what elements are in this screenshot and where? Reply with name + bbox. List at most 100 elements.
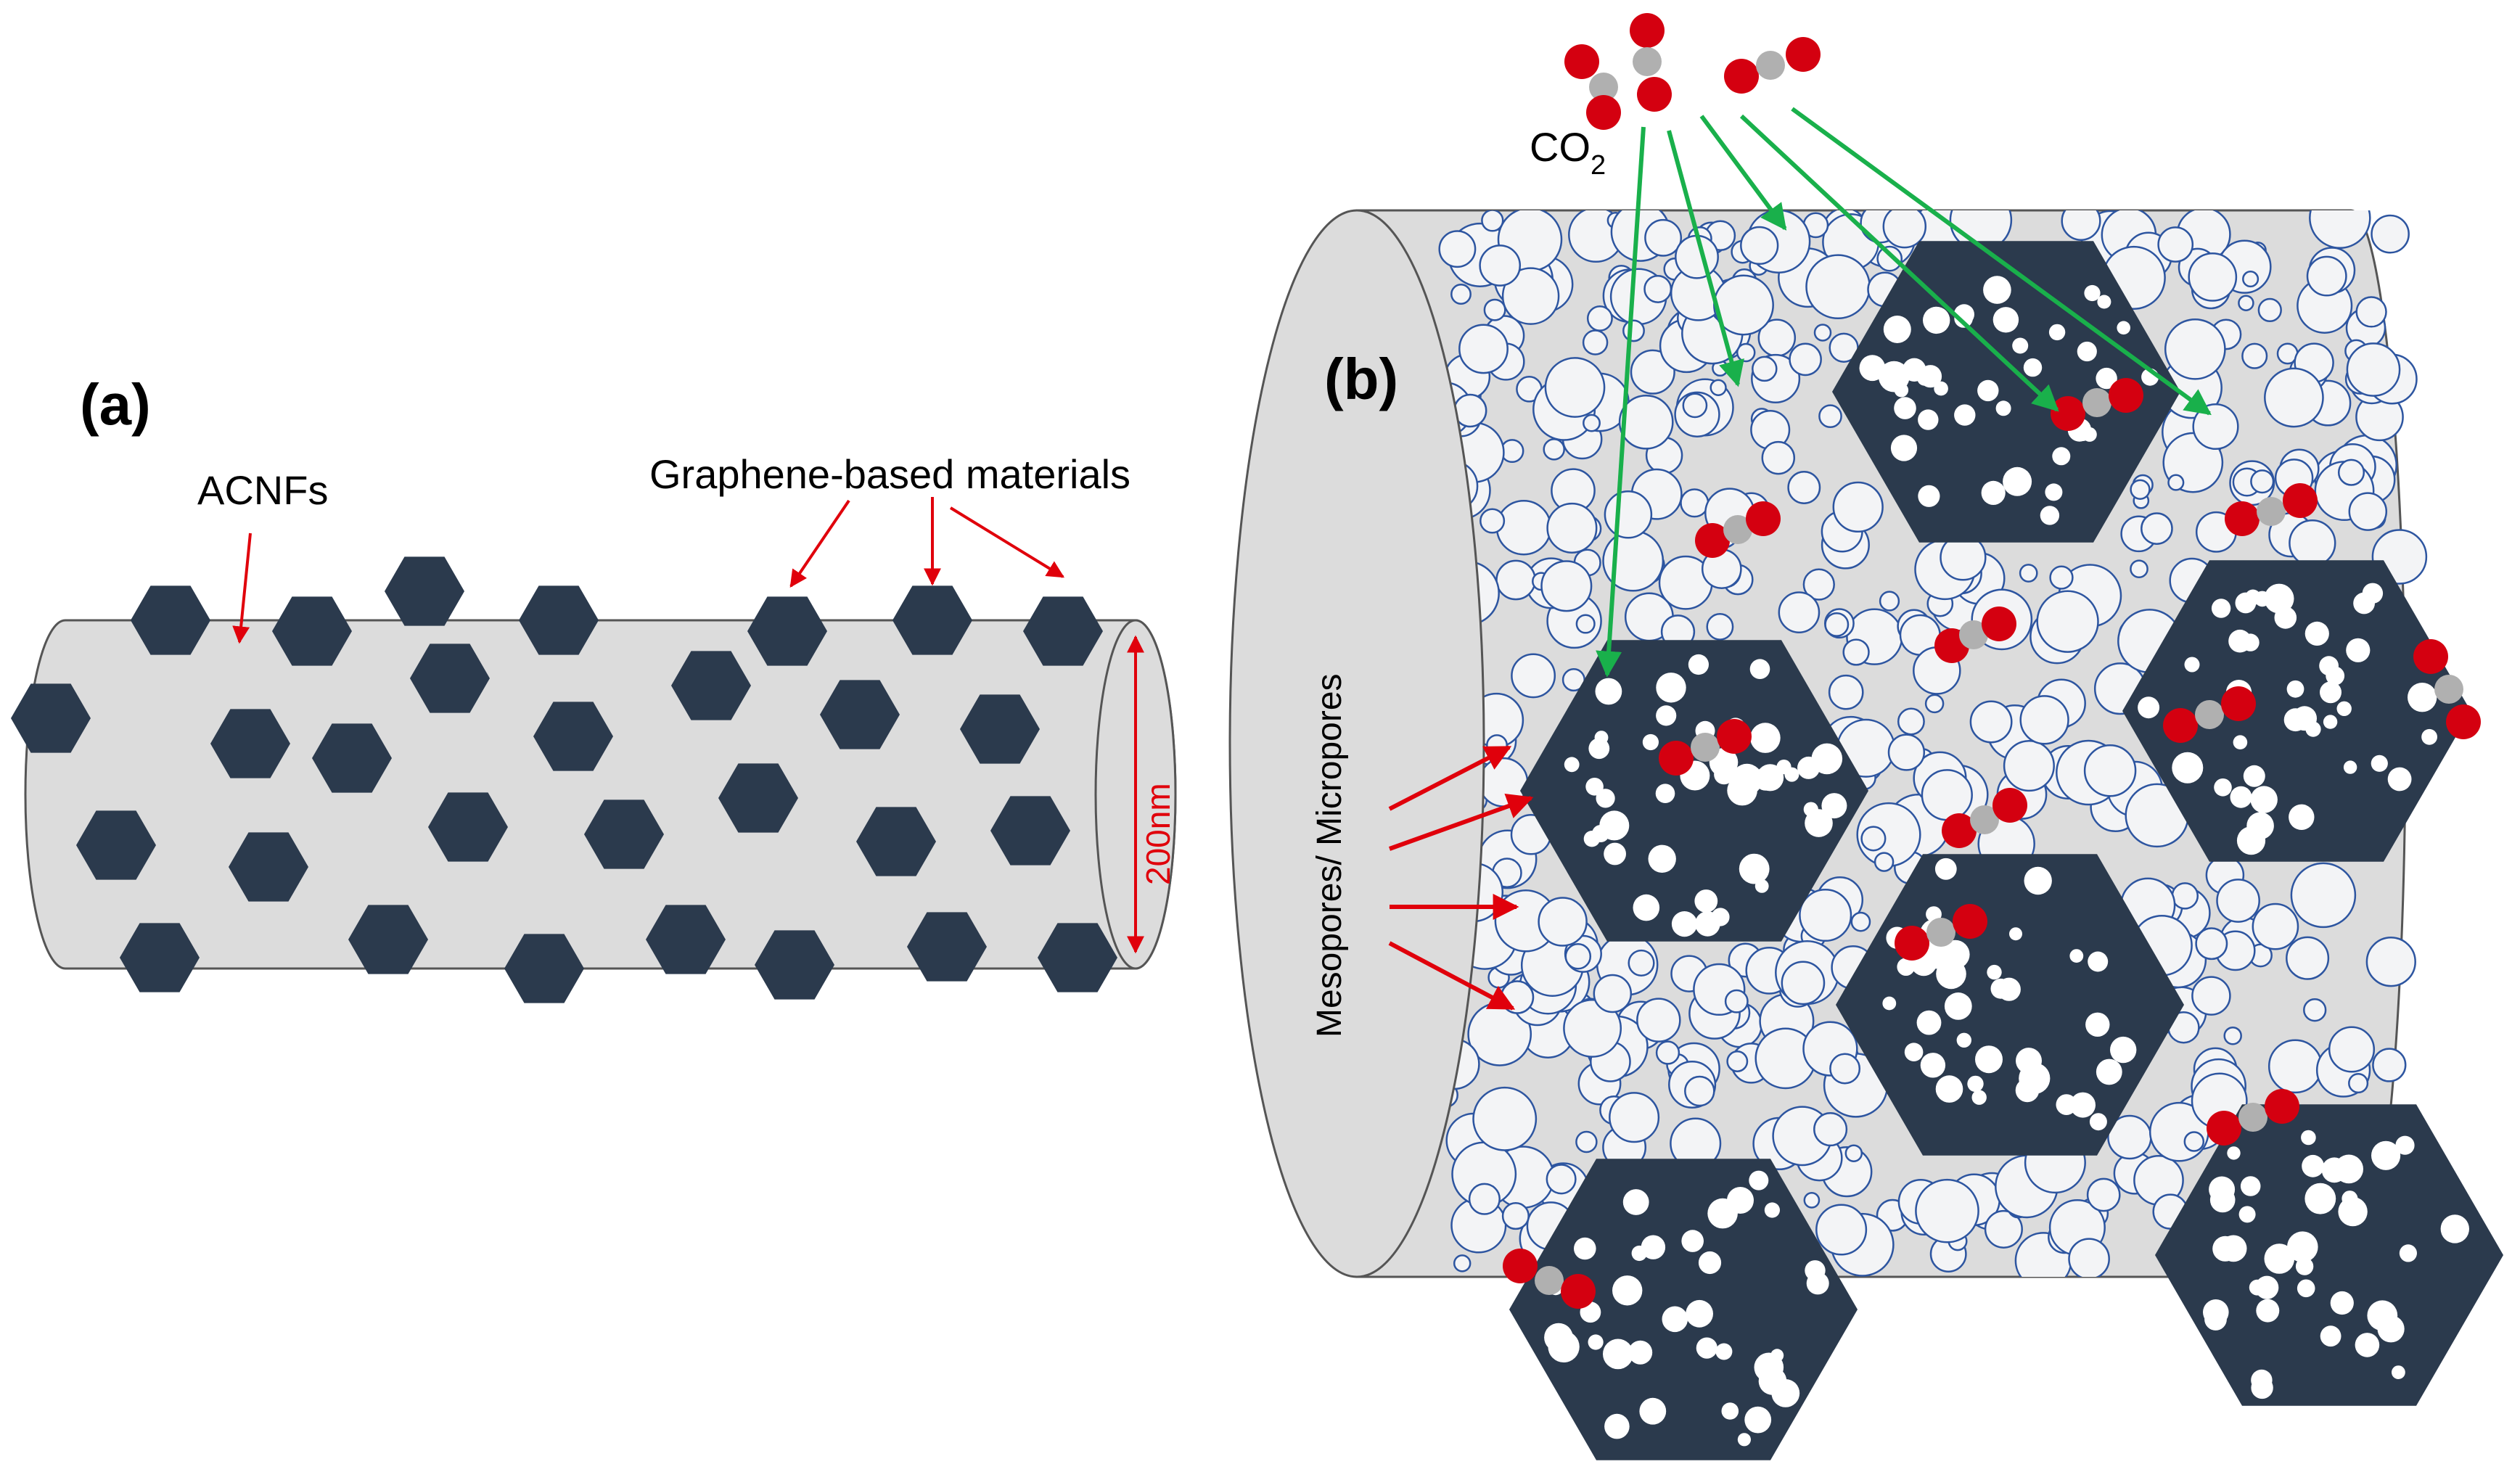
mesopore — [1850, 911, 1871, 932]
micropore — [2138, 696, 2160, 719]
cylinder-front-face — [1228, 209, 1485, 1278]
micropore — [2172, 752, 2204, 784]
graphene-hexagon — [76, 810, 156, 880]
micropore — [2024, 866, 2052, 895]
micropore — [1628, 1340, 1653, 1365]
micropore — [1975, 1045, 2003, 1074]
carbon-atom — [2238, 1103, 2267, 1132]
co2-molecule — [1695, 501, 1781, 558]
micropore — [2408, 683, 2437, 712]
mesopore — [1622, 319, 1645, 342]
micropore — [1656, 673, 1686, 703]
carbon-atom — [2195, 700, 2224, 729]
mesopore — [2164, 318, 2226, 380]
micropore — [1564, 757, 1580, 773]
mesopore — [1501, 267, 1560, 325]
micropore — [1711, 908, 1730, 926]
diameter-label: 200nm — [1139, 783, 1177, 885]
mesopore — [1544, 357, 1606, 418]
mesopore — [2290, 862, 2357, 929]
carbon-atom — [1633, 47, 1662, 76]
graphene-hexagon — [11, 683, 91, 753]
oxygen-atom — [1586, 95, 1621, 130]
micropore — [1655, 784, 1675, 803]
graphene-hexagon-porous — [2122, 560, 2471, 862]
oxygen-atom — [2051, 396, 2085, 431]
micropore — [2326, 666, 2345, 686]
mesopore — [1586, 305, 1613, 332]
mesopore — [1540, 560, 1593, 612]
carbon-atom — [1691, 733, 1720, 762]
micropore — [2355, 1333, 2380, 1357]
graphene-hexagon — [990, 796, 1070, 865]
oxygen-atom — [1982, 607, 2016, 641]
micropore — [2256, 1299, 2280, 1323]
mesopore — [1789, 342, 1822, 377]
graphene-particles-b — [1509, 241, 2503, 1460]
mesopore — [2049, 565, 2074, 590]
mesopore — [2195, 927, 2228, 961]
micropore — [1688, 654, 1709, 675]
graphene-hexagon — [410, 644, 490, 713]
mesopore — [1897, 707, 1925, 736]
micropore — [2227, 1146, 2241, 1160]
micropore — [1642, 733, 1659, 751]
graphene-hexagon — [755, 930, 834, 1000]
micropore — [2085, 1012, 2110, 1037]
graphene-hexagon — [820, 680, 900, 749]
micropore — [2367, 1300, 2398, 1331]
micropore — [2302, 1154, 2325, 1177]
micropore — [2214, 778, 2232, 797]
mesopore — [1876, 245, 1903, 272]
micropore — [1641, 1235, 1666, 1259]
mesopore — [2348, 492, 2388, 531]
mesopore — [1813, 1112, 1848, 1147]
micropore — [1764, 1202, 1780, 1218]
co2-molecules — [1503, 13, 2481, 1309]
mesopore — [1604, 490, 1653, 539]
micropore — [2238, 1206, 2256, 1223]
micropore — [2421, 728, 2438, 745]
mesopore — [1500, 980, 1535, 1014]
micropore — [1990, 978, 2011, 999]
mesopore — [1680, 488, 1710, 518]
oxygen-atom — [1564, 44, 1599, 79]
micropore — [1648, 844, 1676, 873]
micropore — [2323, 715, 2338, 729]
micropore — [2342, 1191, 2358, 1207]
carbon-atom — [1926, 918, 1955, 947]
micropore — [2301, 1130, 2316, 1146]
micropore — [2286, 680, 2304, 698]
micropore — [2399, 1244, 2417, 1262]
mesopore — [1710, 379, 1727, 396]
mesopore — [1495, 499, 1552, 556]
oxygen-atom — [1561, 1274, 1596, 1309]
co2-label: CO2 — [1530, 124, 1606, 181]
graphene-hexagon-porous — [1520, 640, 1868, 942]
mesopore — [2372, 1048, 2407, 1082]
mesopore — [2241, 342, 2268, 369]
micropore — [1694, 889, 1718, 913]
mesopore — [2130, 559, 2148, 579]
mesopore — [1726, 1050, 1749, 1072]
mesopore — [1787, 471, 1821, 504]
co2-molecule — [1564, 44, 1621, 130]
oxygen-atom — [2221, 686, 2256, 721]
mesopore — [1458, 324, 1509, 374]
mesopore — [2167, 474, 2185, 491]
micropore — [1992, 307, 2019, 333]
mesopore — [2141, 512, 2173, 545]
mesopore — [1538, 897, 1588, 947]
mesopore — [2250, 469, 2275, 494]
mesopore — [1813, 324, 1832, 342]
mesopore — [1781, 961, 1826, 1006]
carbon-atom — [2257, 497, 2286, 526]
micropore — [1749, 659, 1770, 679]
micropore — [1983, 276, 2011, 304]
co2-molecule — [2163, 686, 2256, 743]
mesopore — [1630, 349, 1675, 395]
oxygen-atom — [1717, 719, 1752, 754]
micropore — [2233, 735, 2248, 749]
mesopore — [1842, 638, 1870, 666]
mesopore — [2019, 695, 2069, 745]
